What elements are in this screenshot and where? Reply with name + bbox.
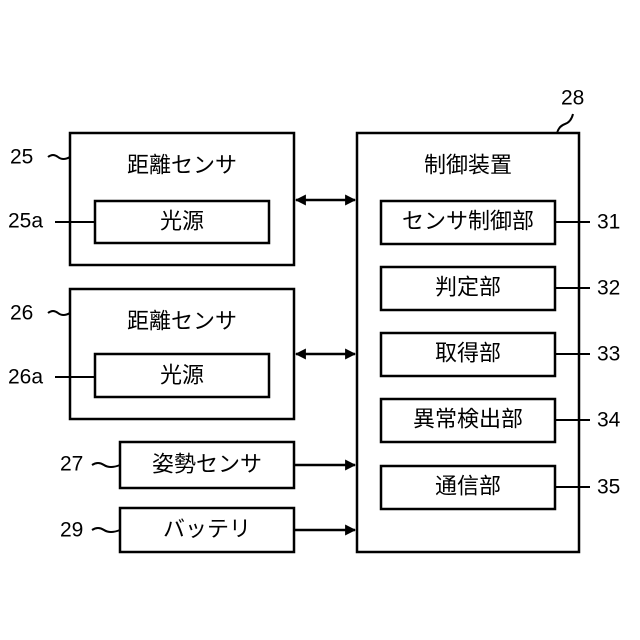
- ref-34: 34: [597, 409, 621, 432]
- ref-29: 29: [60, 519, 83, 542]
- leader-25: [48, 155, 70, 159]
- ref-25a: 25a: [8, 210, 43, 233]
- ref-27: 27: [60, 453, 83, 476]
- ref-26: 26: [10, 302, 33, 325]
- light-source-1-label: 光源: [160, 210, 204, 235]
- leader-29: [92, 528, 120, 532]
- leader-26: [48, 311, 70, 315]
- unit-label-33: 取得部: [435, 342, 501, 367]
- ref-25: 25: [10, 146, 33, 169]
- unit-label-34: 異常検出部: [413, 408, 523, 433]
- ref-26a: 26a: [8, 366, 43, 389]
- leader-28: [557, 114, 573, 133]
- distance-sensor-2-title: 距離センサ: [127, 310, 237, 335]
- unit-label-31: センサ制御部: [402, 210, 534, 235]
- battery-label: バッテリ: [163, 518, 251, 543]
- controller-title: 制御装置: [424, 154, 512, 179]
- light-source-2-label: 光源: [160, 364, 204, 389]
- leader-27: [92, 463, 120, 467]
- attitude-sensor-label: 姿勢センサ: [152, 453, 262, 478]
- unit-label-32: 判定部: [435, 276, 501, 301]
- distance-sensor-1-title: 距離センサ: [127, 154, 237, 179]
- ref-28: 28: [561, 87, 584, 110]
- ref-33: 33: [597, 343, 620, 366]
- ref-31: 31: [597, 211, 620, 234]
- ref-32: 32: [597, 277, 620, 300]
- ref-35: 35: [597, 476, 620, 499]
- unit-label-35: 通信部: [435, 475, 501, 500]
